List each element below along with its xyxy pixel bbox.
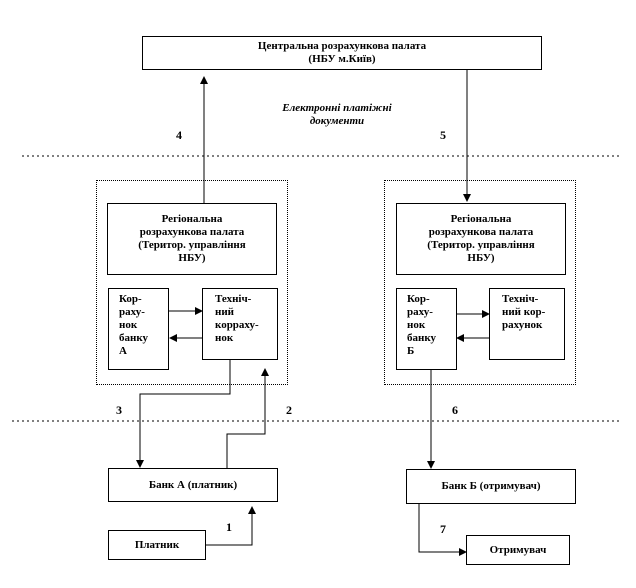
- arrow-2: [226, 368, 269, 472]
- central-title: Центральна розрахункова палата: [257, 40, 427, 52]
- flow-number-6: 6: [452, 403, 458, 417]
- flow-number-5: 5: [440, 128, 446, 142]
- technical-account-b: Техніч- ний кор- рахунок: [489, 288, 565, 360]
- technical-account-a: Техніч- ний корраху- нок: [202, 288, 278, 360]
- regional-clearing-house-b: Регіональна розрахункова палата (Територ…: [396, 203, 566, 275]
- regional-clearing-house-a: Регіональна розрахункова палата (Територ…: [107, 203, 277, 275]
- bank-b-box: Банк Б (отримувач): [406, 469, 576, 504]
- arrow-3: [136, 360, 231, 468]
- flow-number-7: 7: [440, 522, 446, 536]
- flow-number-2: 2: [286, 403, 292, 417]
- region-a-group: [96, 180, 288, 385]
- electronic-documents-label: Електронні платіжні документи: [282, 102, 392, 127]
- correspondent-account-bank-a: Кор- раху- нок банку А: [108, 288, 169, 370]
- central-clearing-house-box: Центральна розрахункова палата (НБУ м.Ки…: [142, 36, 542, 70]
- arrow-1: [206, 506, 256, 546]
- flow-number-4: 4: [176, 128, 182, 142]
- bank-a-box: Банк А (платник): [108, 468, 278, 502]
- flow-number-3: 3: [116, 403, 122, 417]
- receiver-box: Отримувач: [466, 535, 570, 565]
- arrow-7: [418, 504, 467, 556]
- region-b-group: [384, 180, 576, 385]
- correspondent-account-bank-b: Кор- раху- нок банку Б: [396, 288, 457, 370]
- payer-box: Платник: [108, 530, 206, 560]
- central-subtitle: (НБУ м.Київ): [308, 53, 376, 65]
- flow-number-1: 1: [226, 520, 232, 534]
